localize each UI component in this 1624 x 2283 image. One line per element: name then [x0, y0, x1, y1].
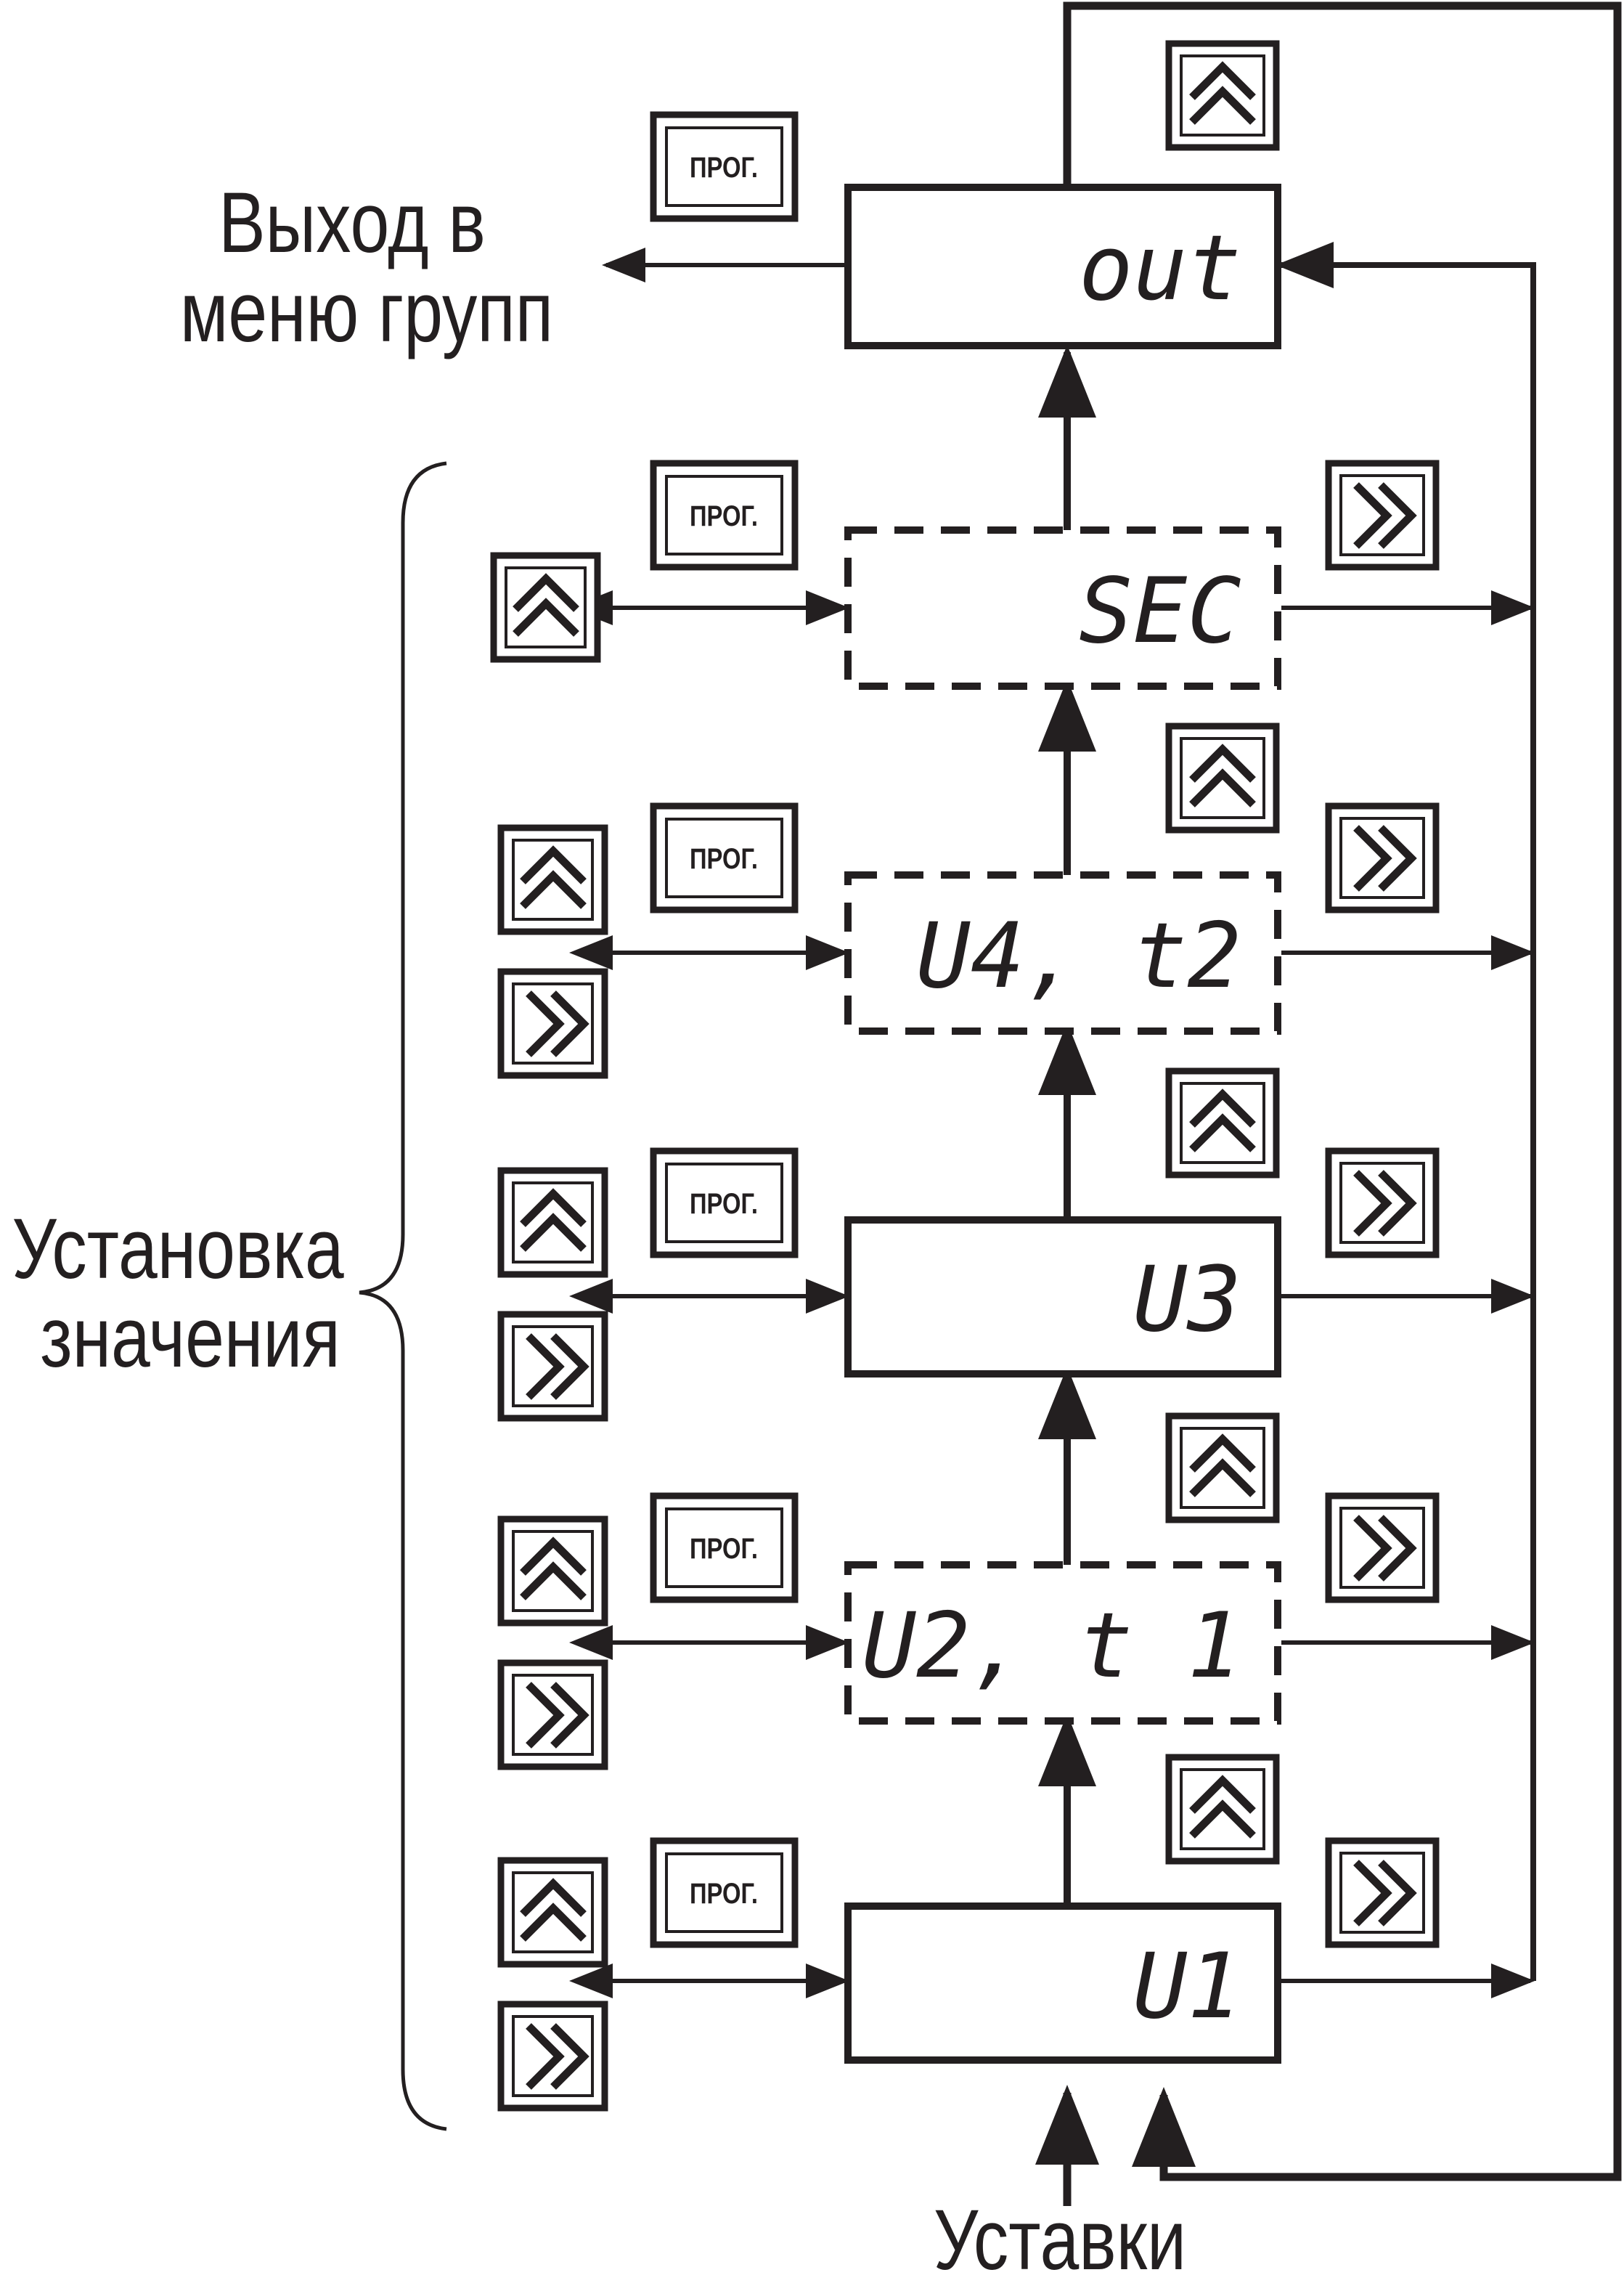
double-chevron-up-icon: [513, 573, 579, 637]
up-button-center-2: [1165, 1067, 1280, 1179]
display-u4t2: U4, t2: [844, 871, 1281, 1035]
up-button-left-u3: [497, 1167, 608, 1278]
display-u4t2-text: U4, t2: [916, 904, 1241, 1009]
up-button-left-u4t2: [497, 824, 608, 935]
double-chevron-right-icon: [1353, 1515, 1417, 1582]
prog-button-sec: ПРОГ.: [650, 460, 799, 571]
double-chevron-right-icon: [526, 1682, 589, 1749]
double-chevron-up-icon: [1189, 1433, 1256, 1497]
setting-label-line1: Установка: [12, 1200, 343, 1296]
up-button-left-u2t1: [497, 1515, 608, 1627]
prog-button-label: ПРОГ.: [690, 500, 758, 532]
display-u1-text: U1: [1133, 1934, 1241, 2039]
up-button-top: [1165, 40, 1280, 151]
double-chevron-right-icon: [526, 2023, 589, 2090]
exit-label-line1: Выход в: [219, 174, 486, 270]
display-sec-text: SEC: [1079, 559, 1241, 664]
right-button-left-u4t2: [497, 968, 608, 1079]
prog-button-u2t1: ПРОГ.: [650, 1492, 799, 1603]
up-button-center-3: [1165, 1412, 1280, 1523]
display-u3-text: U3: [1133, 1248, 1241, 1352]
prog-button-label: ПРОГ.: [690, 1877, 758, 1910]
double-chevron-right-icon: [1353, 482, 1417, 549]
prog-button-u1: ПРОГ.: [650, 1837, 799, 1948]
up-button-left-sec: [490, 552, 601, 663]
right-button-left-u2t1: [497, 1659, 608, 1770]
right-button-u1: [1325, 1837, 1440, 1948]
double-chevron-up-icon: [520, 1188, 587, 1252]
display-u2t1-text: U2, t 1: [862, 1594, 1241, 1698]
double-chevron-right-icon: [1353, 1860, 1417, 1926]
right-button-left-u1: [497, 2001, 608, 2112]
double-chevron-right-icon: [1353, 1170, 1417, 1237]
setting-label-line2: значения: [40, 1289, 340, 1385]
double-chevron-right-icon: [1353, 825, 1417, 892]
prog-button-label: ПРОГ.: [690, 1532, 758, 1565]
double-chevron-right-icon: [526, 1333, 589, 1400]
exit-label-line2: меню групп: [180, 264, 553, 359]
double-chevron-up-icon: [520, 1537, 587, 1600]
right-button-left-u3: [497, 1311, 608, 1422]
bracket-brace: [359, 461, 447, 2131]
right-button-sec: [1325, 460, 1440, 571]
up-button-center-4: [1165, 1754, 1280, 1865]
double-chevron-up-icon: [1189, 744, 1256, 807]
collector-bus-line: [1276, 242, 1536, 1981]
up-button-left-u1: [497, 1857, 608, 1968]
double-chevron-up-icon: [520, 1878, 587, 1942]
display-out-text: out: [1079, 216, 1241, 321]
prog-button-out: ПРОГ.: [650, 111, 799, 222]
right-button-u4t2: [1325, 802, 1440, 913]
display-sec: SEC: [844, 526, 1281, 690]
prog-button-label: ПРОГ.: [690, 842, 758, 875]
prog-button-label: ПРОГ.: [690, 151, 758, 184]
up-button-center-1: [1165, 723, 1280, 834]
right-button-u2t1: [1325, 1492, 1440, 1603]
double-chevron-up-icon: [1189, 1775, 1256, 1839]
prog-button-u3: ПРОГ.: [650, 1147, 799, 1258]
display-u3: U3: [844, 1216, 1281, 1377]
double-chevron-up-icon: [1189, 1088, 1256, 1152]
right-button-u3: [1325, 1147, 1440, 1258]
double-chevron-right-icon: [526, 990, 589, 1057]
display-out: out: [844, 184, 1281, 349]
display-u2t1: U2, t 1: [844, 1561, 1281, 1725]
display-u1: U1: [844, 1902, 1281, 2064]
setpoints-label: Уставки: [934, 2192, 1186, 2283]
double-chevron-up-icon: [1189, 61, 1256, 125]
prog-button-label: ПРОГ.: [690, 1187, 758, 1220]
prog-button-u4t2: ПРОГ.: [650, 802, 799, 913]
return-loop-line: [1063, 1, 1622, 2181]
double-chevron-up-icon: [520, 845, 587, 909]
